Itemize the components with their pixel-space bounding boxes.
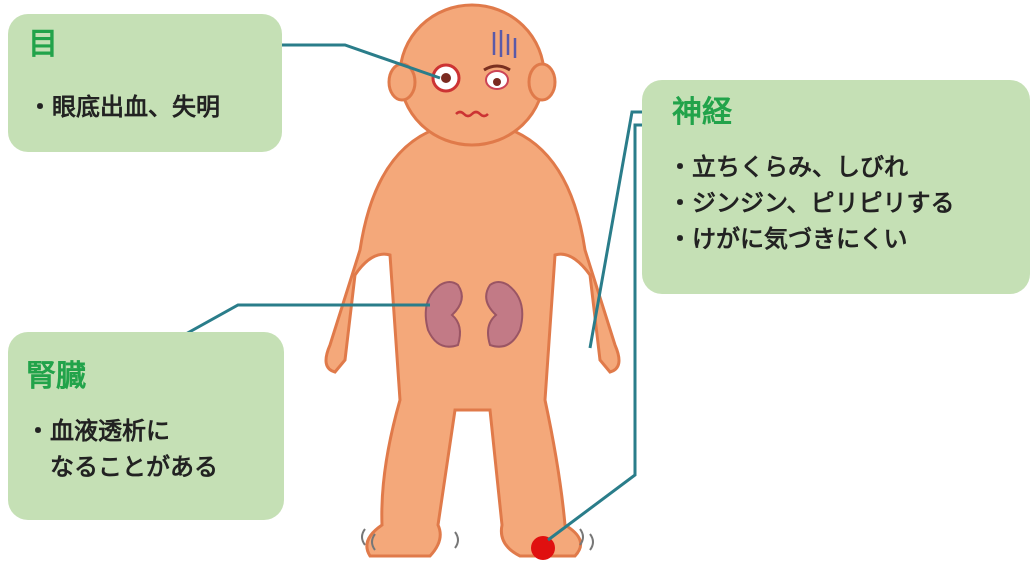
right-ear <box>529 64 555 100</box>
body-figure <box>326 128 619 556</box>
nerve-item-1: ・立ちくらみ、しびれ <box>668 150 908 184</box>
nerve-item-2: ・ジンジン、ピリピリする <box>668 186 955 220</box>
head <box>400 5 544 145</box>
eye-item-1: ・眼底出血、失明 <box>28 90 220 124</box>
foot-wound <box>531 536 555 560</box>
kidney-title: 腎臓 <box>26 360 86 394</box>
eye-title: 目 <box>28 28 58 62</box>
nerve-title: 神経 <box>672 96 732 130</box>
nerve-item-3: ・けがに気づきにくい <box>668 222 908 256</box>
kidney-item-1: ・血液透析に <box>26 414 170 448</box>
kidney-item-2: なることがある <box>26 450 218 484</box>
